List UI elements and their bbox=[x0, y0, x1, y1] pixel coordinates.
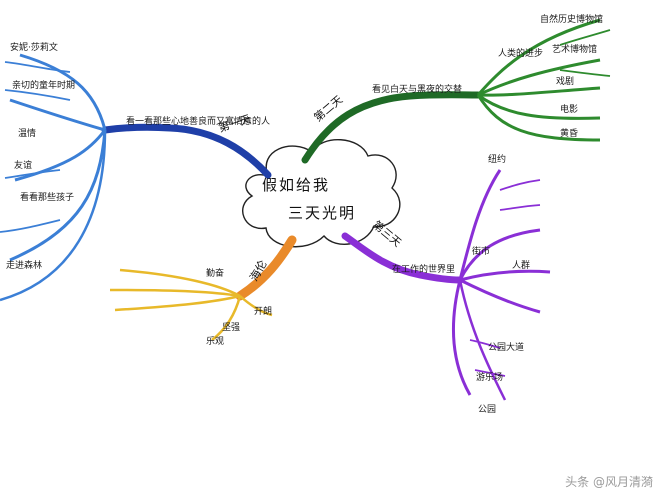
day1-twig-5: 看看那些孩子 bbox=[20, 191, 74, 203]
center-title-line1: 假如给我 bbox=[262, 176, 330, 194]
day3-twig-6: 公园 bbox=[478, 404, 496, 415]
day2-twig-5: 电影 bbox=[560, 103, 578, 115]
branch-extra: 海伦 勤奋 开朗 坚强 乐观 bbox=[109, 235, 297, 347]
day1-twig-2: 亲切的童年时期 bbox=[12, 79, 75, 91]
day1-twig-4: 友谊 bbox=[14, 159, 32, 171]
day2-main-label: 看见白天与黑夜的交替 bbox=[372, 83, 462, 95]
day3-twig-3: 人群 bbox=[512, 259, 530, 271]
extra-twig-1: 勤奋 bbox=[206, 267, 224, 279]
day1-twig-1: 安妮·莎莉文 bbox=[10, 41, 58, 53]
day3-twig-5: 游乐场 bbox=[476, 371, 503, 383]
day1-twig-6: 走进森林 bbox=[6, 259, 42, 271]
center-title-line2: 三天光明 bbox=[288, 204, 356, 222]
day1-twig-3: 温情 bbox=[18, 127, 36, 139]
day2-twig-2: 自然历史博物馆 bbox=[540, 13, 603, 25]
day2-twig-1: 人类的进步 bbox=[498, 47, 543, 59]
day3-twig-4: 公园大道 bbox=[488, 341, 524, 353]
branch-day3: 第三天 在工作的世界里 纽约 街市 人群 公园大道 游乐场 公园 bbox=[341, 153, 551, 415]
day1-main-label: 看一看那些心地善良而又富情意的人 bbox=[126, 115, 270, 127]
branch-day2: 第二天 看见白天与黑夜的交替 人类的进步 自然历史博物馆 艺术博物馆 戏剧 电影… bbox=[301, 13, 611, 164]
day2-twig-6: 黄昏 bbox=[560, 127, 578, 139]
extra-twig-4: 乐观 bbox=[206, 335, 224, 347]
watermark: 头条 @风月清漪 bbox=[565, 475, 653, 489]
day3-twig-1: 纽约 bbox=[488, 153, 506, 165]
extra-twig-2: 开朗 bbox=[254, 305, 272, 317]
extra-twig-3: 坚强 bbox=[222, 322, 240, 333]
day3-twig-2: 街市 bbox=[472, 245, 490, 257]
day2-twig-3: 艺术博物馆 bbox=[552, 43, 597, 55]
center-cloud bbox=[242, 138, 401, 248]
branch-day1: 第一天 看一看那些心地善良而又富情意的人 安妮·莎莉文 亲切的童年时期 温情 友… bbox=[0, 41, 272, 302]
day2-twig-4: 戏剧 bbox=[556, 75, 574, 87]
day3-main-label: 在工作的世界里 bbox=[392, 263, 455, 275]
